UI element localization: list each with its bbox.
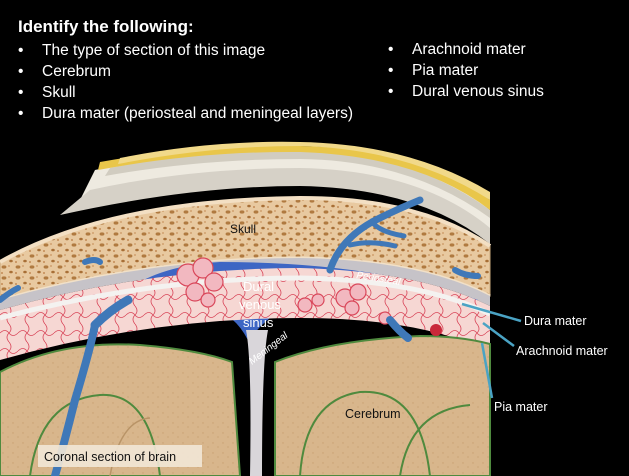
label-arachnoid-mater: Arachnoid mater bbox=[516, 344, 608, 358]
arachnoid-granulations bbox=[176, 257, 392, 325]
list-item: Pia mater bbox=[386, 60, 544, 81]
periosteal-layer bbox=[0, 258, 490, 310]
list-item: Dural venous sinus bbox=[386, 81, 544, 102]
question-list-right: Arachnoid mater Pia mater Dural venous s… bbox=[386, 39, 544, 102]
label-cerebrum: Cerebrum bbox=[345, 407, 401, 421]
label-dural-line3: sinus bbox=[243, 315, 274, 330]
list-item: Arachnoid mater bbox=[386, 39, 544, 60]
label-pia-mater: Pia mater bbox=[494, 400, 548, 414]
label-skull: Skull bbox=[230, 222, 256, 236]
list-item: Skull bbox=[16, 82, 353, 103]
pointer-lines bbox=[461, 302, 522, 399]
label-dural-line2: venous bbox=[239, 297, 281, 312]
list-item: The type of section of this image bbox=[16, 40, 353, 61]
slide-heading: Identify the following: bbox=[18, 17, 194, 36]
falx bbox=[246, 330, 268, 476]
question-list-left: The type of section of this image Cerebr… bbox=[16, 40, 353, 124]
list-item: Cerebrum bbox=[16, 61, 353, 82]
list-item: Dura mater (periosteal and meningeal lay… bbox=[16, 103, 353, 124]
label-caption: Coronal section of brain bbox=[44, 450, 176, 464]
meningeal-layer bbox=[0, 275, 492, 321]
artery-cross-section bbox=[430, 324, 442, 336]
label-dura-mater: Dura mater bbox=[524, 314, 587, 328]
caption-box bbox=[38, 445, 202, 467]
label-dural-line1: Dural bbox=[243, 279, 274, 294]
scalp-layers bbox=[60, 141, 490, 244]
